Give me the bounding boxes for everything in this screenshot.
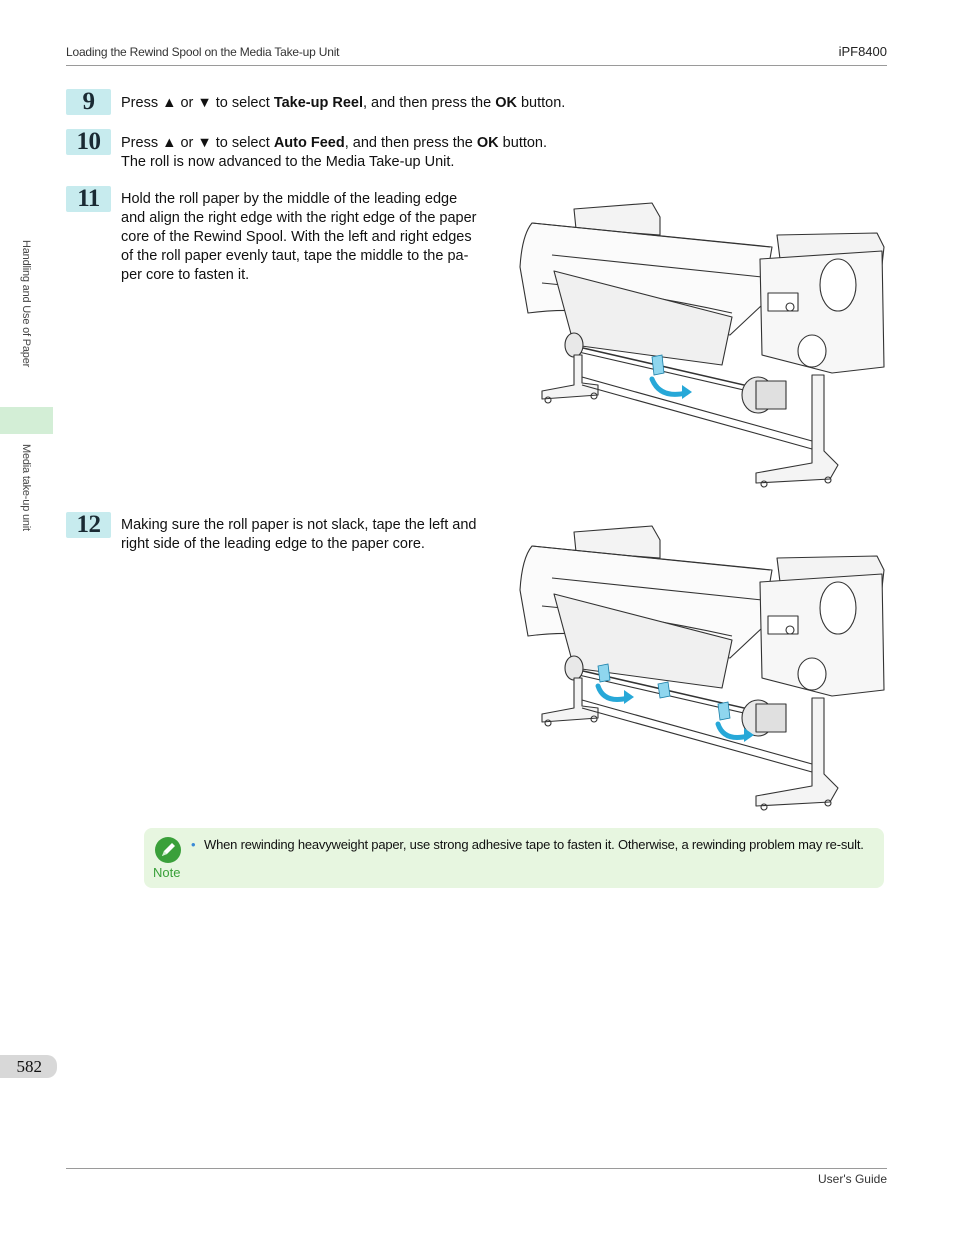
note-box: Note • When rewinding heavyweight paper,…	[144, 828, 884, 888]
running-footer-guide: User's Guide	[818, 1172, 887, 1186]
note-bullet: •	[191, 837, 196, 852]
header-rule	[66, 65, 887, 66]
step-12-text: Making sure the roll paper is not slack,…	[121, 517, 477, 552]
note-text: When rewinding heavyweight paper, use st…	[204, 837, 864, 852]
printer-illustration-step-11	[519, 202, 885, 488]
note-pencil-icon	[155, 837, 181, 863]
step-9-number: 9	[66, 89, 111, 115]
running-header-model: iPF8400	[838, 44, 887, 59]
step-12-number: 12	[66, 512, 111, 538]
step-11-text: Hold the roll paper by the middle of the…	[121, 191, 477, 283]
step-11-number: 11	[66, 186, 111, 212]
sidebar-section-label: Handling and Use of Paper	[20, 240, 36, 400]
sidebar-section-text: Handling and Use of Paper	[20, 240, 32, 368]
sidebar-subsection-text: Media take-up unit	[20, 444, 32, 531]
note-label: Note	[153, 865, 181, 880]
printer-illustration-step-12	[519, 525, 885, 811]
step-9-text: Press ▲ or ▼ to select Take-up Reel, and…	[121, 95, 566, 111]
running-header-title: Loading the Rewind Spool on the Media Ta…	[66, 45, 340, 59]
sidebar-subsection-label: Media take-up unit	[20, 444, 36, 564]
sidebar-tab-marker	[0, 407, 53, 434]
step-10-text: Press ▲ or ▼ to select Auto Feed, and th…	[121, 135, 548, 170]
step-10-number: 10	[66, 129, 111, 155]
page-number: 582	[0, 1055, 57, 1078]
footer-rule	[66, 1168, 887, 1169]
